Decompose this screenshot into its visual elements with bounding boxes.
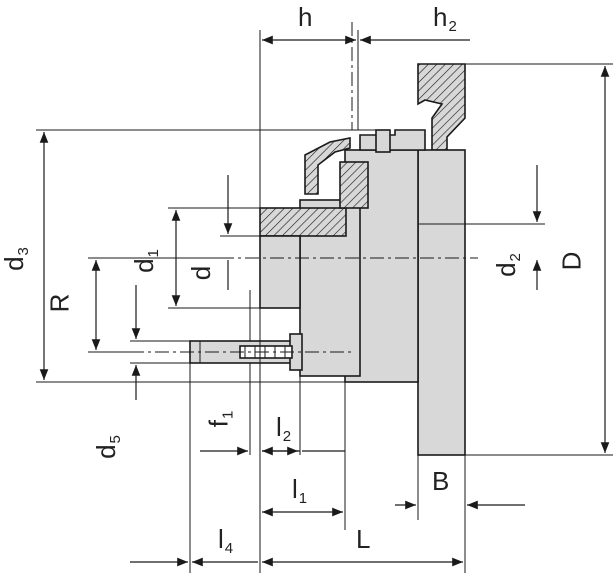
label-f1: f1 (203, 410, 237, 428)
ring-hatched-section (304, 137, 351, 195)
top-step (359, 129, 426, 151)
label-l1: l1 (292, 474, 308, 507)
hub-lower (259, 235, 301, 309)
extension-lines (36, 30, 613, 573)
pin-detail (199, 341, 286, 363)
label-h2: h2 (433, 2, 457, 35)
part-body (189, 63, 466, 456)
label-l4: l4 (218, 524, 234, 557)
label-d5: d5 (90, 435, 124, 459)
dimension-lines (39, 35, 610, 567)
label-d: d (186, 265, 217, 281)
label-d2: d2 (490, 253, 524, 277)
ring-block (339, 161, 369, 209)
label-R: R (44, 293, 75, 313)
hub-hatched-section (259, 207, 347, 237)
label-D: D (556, 251, 587, 271)
label-L: L (356, 524, 371, 554)
label-d1: d1 (128, 249, 162, 273)
label-l2: l2 (276, 412, 292, 445)
label-h: h (298, 2, 313, 32)
flange-body (417, 149, 466, 456)
top-bolt (375, 129, 391, 153)
label-B: B (432, 466, 450, 496)
label-d3: d3 (0, 247, 32, 271)
